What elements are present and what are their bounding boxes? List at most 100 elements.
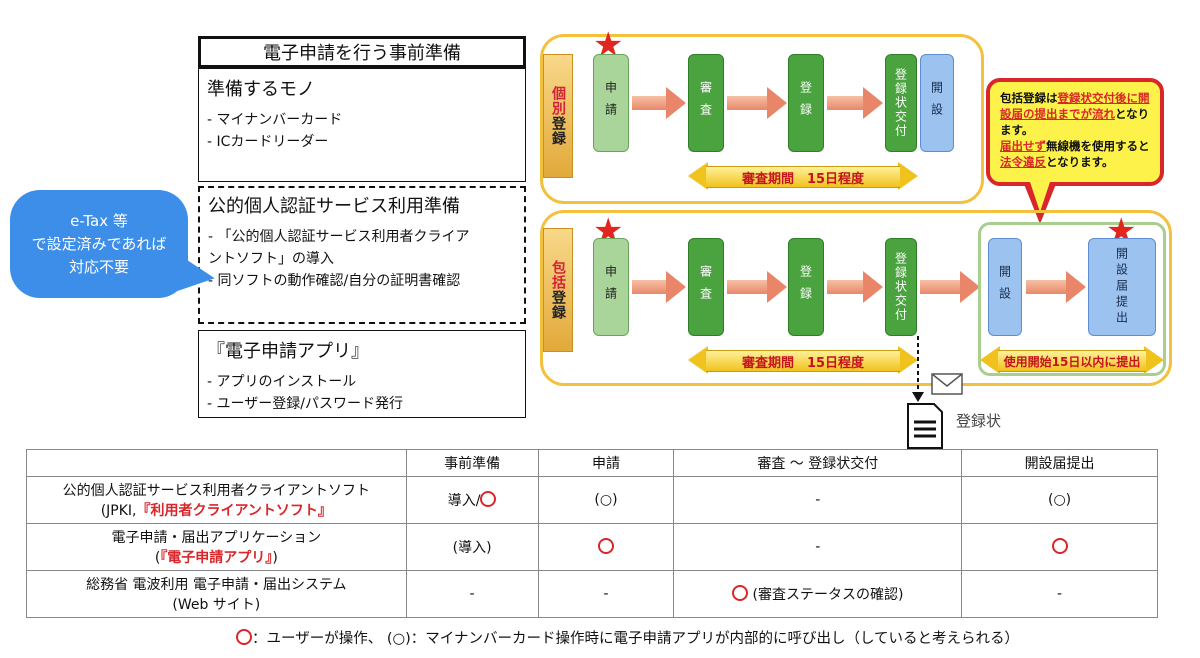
bubble-line: e-Tax 等 [70, 211, 128, 230]
user-operation-circle-icon [597, 538, 614, 554]
table-cell: - [405, 570, 539, 618]
prep-item: - マイナンバーカード [207, 112, 343, 128]
callout-highlight: 開設届の提出までが流れ [1000, 91, 1150, 121]
review-period-label: 審査期間 15日程度 [706, 166, 900, 188]
jpki-prep-item: ントソフト」の導入 [208, 251, 334, 267]
callout-highlight: 届出せず [1000, 139, 1046, 153]
bulk-tag: 包括登録 [543, 228, 573, 352]
table-header: 申請 [537, 449, 675, 477]
individual-flow-frame [540, 34, 984, 204]
legend-text: ：ユーザーが操作、 (○)：マイナンバーカード操作時に電子申請アプリが内部的に呼… [252, 631, 1020, 647]
row-name-line: 公的個人認証サービス利用者クライアントソフト [62, 483, 371, 499]
legend-note: ：ユーザーが操作、 (○)：マイナンバーカード操作時に電子申請アプリが内部的に呼… [236, 627, 1019, 648]
user-operation-circle-icon [732, 585, 749, 601]
cell-text: 導入/ [447, 493, 481, 509]
bulk-tag-black: 登録 [550, 290, 566, 320]
table-cell: 導入/ [405, 476, 539, 524]
callout-text: となります。 [1000, 107, 1150, 137]
cell-text: (審査ステータスの確認) [752, 587, 904, 603]
notify-deadline-label: 使用開始15日以内に提出 [998, 350, 1146, 372]
table-header: 事前準備 [405, 449, 539, 477]
certificate-label: 登録状 [956, 412, 1002, 430]
app-prep-heading: 『電子申請アプリ』 [207, 341, 369, 362]
table-header-row: 事前準備 申請 審査 〜 登録状交付 開設届提出 [26, 449, 1158, 477]
app-prep-box: 『電子申請アプリ』 - アプリのインストール - ユーザー登録/パスワード発行 [198, 330, 526, 418]
bulk-warning-callout: 包括登録は登録状交付後に開設届の提出までが流れとなります。 届出せず無線機を使用… [986, 78, 1164, 186]
step-register: 登録 [788, 54, 824, 152]
prep-title: 電子申請を行う事前準備 [198, 36, 526, 68]
review-period-bar: 審査期間 15日程度 [688, 346, 918, 374]
step-register: 登録 [788, 238, 824, 336]
row-name-line: (Web サイト) [172, 597, 261, 613]
row-name-line: 総務省 電波利用 電子申請・届出システム [86, 577, 347, 593]
jpki-prep-heading: 公的個人認証サービス利用準備 [208, 196, 460, 217]
user-operation-circle-icon [1051, 538, 1068, 554]
prep-items-box: 準備するモノ - マイナンバーカード - ICカードリーダー [198, 68, 526, 182]
table-cell-name: 電子申請・届出アプリケーション (『電子申請アプリ』) [26, 523, 407, 571]
step-certificate: 登録状交付 [885, 238, 917, 336]
callout-highlight: 登録状交付後に [1057, 91, 1139, 105]
etax-bubble: e-Tax 等 で設定済みであれば 対応不要 [10, 190, 188, 298]
row-name-line: (JPKI, [100, 503, 137, 519]
table-cell [961, 523, 1158, 571]
bulk-tag-red: 包括 [550, 260, 566, 290]
table-row: 電子申請・届出アプリケーション (『電子申請アプリ』) (導入) - [26, 523, 1158, 571]
review-period-bar: 審査期間 15日程度 [688, 162, 918, 190]
table-cell: - [961, 570, 1158, 618]
table-cell-name: 公的個人認証サービス利用者クライアントソフト (JPKI,『利用者クライアントソ… [26, 476, 407, 524]
table-cell: (審査ステータスの確認) [673, 570, 963, 618]
table-cell: - [673, 476, 963, 524]
bulk-flow-frame [540, 210, 1172, 386]
step-review: 審査 [688, 54, 724, 152]
table-row: 公的個人認証サービス利用者クライアントソフト (JPKI,『利用者クライアントソ… [26, 476, 1158, 524]
step-certificate: 登録状交付 [885, 54, 917, 152]
row-name-line: ( [154, 550, 161, 566]
certificate-delivery-icon [907, 336, 963, 449]
user-operation-circle-icon [480, 491, 497, 507]
table-cell: - [537, 570, 675, 618]
table-cell: - [673, 523, 963, 571]
bubble-line: 対応不要 [68, 257, 129, 276]
step-apply: 申請 [593, 238, 629, 336]
row-name-line: ) [272, 550, 278, 566]
individual-tag-red: 個別 [550, 86, 566, 116]
callout-text: 包括登録は [1000, 91, 1058, 105]
callout-text: となります。 [1046, 155, 1114, 169]
bubble-line: で設定済みであれば [31, 234, 167, 253]
step-open: 開設 [920, 54, 954, 152]
prep-items-heading: 準備するモノ [207, 79, 315, 100]
step-apply: 申請 [593, 54, 629, 152]
individual-tag-black: 登録 [550, 116, 566, 146]
table-cell: (○) [961, 476, 1158, 524]
jpki-prep-item: - 「公的個人認証サービス利用者クライア [208, 229, 470, 245]
app-prep-item: - アプリのインストール [207, 374, 357, 390]
row-name-highlight: 『電子申請アプリ』 [160, 550, 273, 566]
review-period-label: 審査期間 15日程度 [706, 350, 900, 372]
jpki-prep-box: 公的個人認証サービス利用準備 - 「公的個人認証サービス利用者クライア ントソフ… [198, 186, 526, 324]
individual-tag: 個別登録 [543, 54, 573, 178]
table-header [26, 449, 407, 477]
table-header: 開設届提出 [961, 449, 1158, 477]
step-review: 審査 [688, 238, 724, 336]
table-header: 審査 〜 登録状交付 [673, 449, 963, 477]
open-notify-frame [978, 222, 1166, 376]
step-notify: 開設届提出 [1088, 238, 1156, 336]
table-cell [537, 523, 675, 571]
user-operation-circle-icon [236, 629, 252, 645]
jpki-prep-item: - 同ソフトの動作確認/自分の証明書確認 [208, 273, 461, 289]
callout-text: と [1138, 139, 1150, 153]
callout-tail-inner [1030, 182, 1050, 212]
row-name-line: 電子申請・届出アプリケーション [111, 530, 322, 546]
table-cell: (導入) [405, 523, 539, 571]
prep-item: - ICカードリーダー [207, 134, 329, 150]
table-cell: (○) [537, 476, 675, 524]
callout-text: 無線機を使用する [1046, 139, 1138, 153]
row-name-highlight: 『利用者クライアントソフト』 [136, 503, 332, 519]
table-row: 総務省 電波利用 電子申請・届出システム (Web サイト) - - (審査ステ… [26, 570, 1158, 618]
app-prep-item: - ユーザー登録/パスワード発行 [207, 396, 403, 412]
callout-highlight: 法令違反 [1000, 155, 1046, 169]
notify-deadline-bar: 使用開始15日以内に提出 [980, 346, 1164, 374]
table-cell-name: 総務省 電波利用 電子申請・届出システム (Web サイト) [26, 570, 407, 618]
comparison-table: 事前準備 申請 審査 〜 登録状交付 開設届提出 公的個人認証サービス利用者クラ… [26, 449, 1158, 618]
step-open: 開設 [988, 238, 1022, 336]
